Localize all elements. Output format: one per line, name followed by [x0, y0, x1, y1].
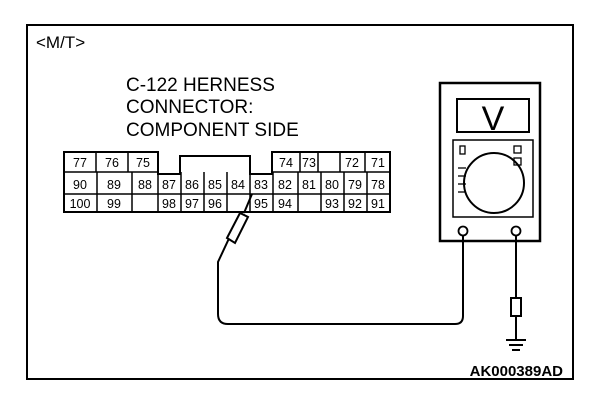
- pin-label: 88: [138, 178, 152, 192]
- pin-label: 89: [107, 178, 121, 192]
- pin-label: 96: [208, 197, 222, 211]
- pin-label: 87: [162, 178, 176, 192]
- pin-label: 97: [185, 197, 199, 211]
- connector-pin-labels: 77 76 75 74 73 72 71 90 89 88 87 86 85 84 83 82 81 80 79 78…: [70, 156, 385, 211]
- connector-title-line-2: CONNECTOR:: [126, 97, 253, 118]
- pin-label: 76: [105, 156, 119, 170]
- pin-label: 78: [371, 178, 385, 192]
- pin-label: 75: [136, 156, 150, 170]
- pin-label: 83: [254, 178, 268, 192]
- pin-label: 73: [302, 156, 316, 170]
- diagram-frame: [26, 24, 574, 380]
- meter-button-2: [513, 145, 522, 154]
- pin-label: 92: [348, 197, 362, 211]
- connector-title-line-3: COMPONENT SIDE: [126, 120, 299, 141]
- meter-button-3: [513, 157, 522, 166]
- multimeter: [438, 81, 542, 243]
- pin-label: 94: [278, 197, 292, 211]
- pin-label: 81: [302, 178, 316, 192]
- meter-dial-panel: [452, 139, 534, 218]
- pin-label: 99: [107, 197, 121, 211]
- pin-label: 77: [73, 156, 87, 170]
- pin-label: 71: [371, 156, 385, 170]
- ground-lead: [510, 236, 522, 340]
- pin-label: 86: [185, 178, 199, 192]
- connector-title-line-1: C-122 HERNESS: [126, 75, 275, 96]
- pin-label: 98: [162, 197, 176, 211]
- pin-label: 82: [278, 178, 292, 192]
- meter-dial: [463, 152, 525, 214]
- meter-body: [438, 81, 542, 243]
- pin-label: 80: [325, 178, 339, 192]
- meter-display-symbol: V: [482, 100, 505, 138]
- connector-grid: [64, 152, 390, 212]
- pin-label: 74: [279, 156, 293, 170]
- figure-id: AK000389AD: [470, 363, 564, 380]
- pin-label: 93: [325, 197, 339, 211]
- meter-display: [456, 98, 530, 133]
- header-tag: <M/T>: [36, 33, 85, 52]
- meter-jack-right: [510, 225, 522, 237]
- pin-label: 90: [73, 178, 87, 192]
- pin-label: 85: [208, 178, 222, 192]
- pin-label: 72: [345, 156, 359, 170]
- pin-label: 79: [348, 178, 362, 192]
- pin-label: 95: [254, 197, 268, 211]
- meter-jack-left: [457, 225, 469, 237]
- meter-button-1: [459, 145, 466, 155]
- pin-label: 91: [371, 197, 385, 211]
- ground-icon: [506, 339, 526, 351]
- pin-label: 100: [70, 197, 91, 211]
- pin-label: 84: [231, 178, 245, 192]
- test-lead-probe: [217, 193, 464, 325]
